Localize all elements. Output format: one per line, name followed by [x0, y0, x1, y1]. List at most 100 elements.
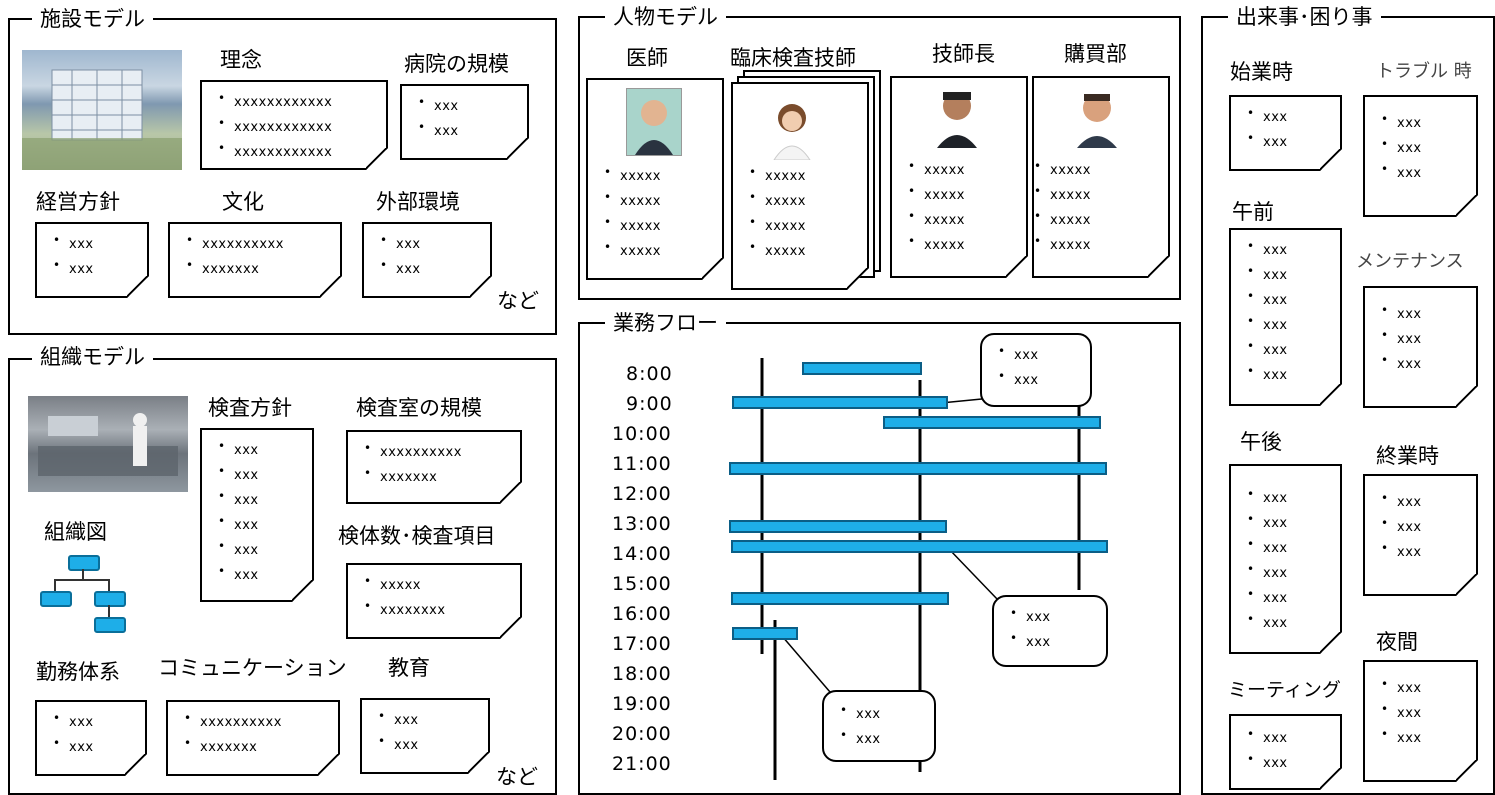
samples-note: xxxxx xxxxxxxx — [346, 563, 522, 639]
list-item: xxxxx — [604, 214, 716, 239]
org-chart-right-node — [94, 591, 126, 607]
list-item: xxxxxxxxxxxx — [218, 140, 380, 165]
laboratory-photo — [28, 396, 188, 492]
list-item: xxxxx — [908, 233, 1020, 258]
bubble-3-list: xxx xxx — [824, 692, 934, 752]
lab-scale-note: xxxxxxxxxx xxxxxxx — [346, 430, 522, 504]
bar-3 — [883, 416, 1101, 429]
list-item: xxxxx — [604, 239, 716, 264]
time-label: 13:00 — [612, 513, 672, 535]
night-note: xxx xxx xxx — [1363, 660, 1478, 782]
end-of-work-heading: 終業時 — [1376, 444, 1439, 468]
inspection-policy-list: xxx xxx xxx xxx xxx xxx — [202, 430, 312, 588]
persona-model-frame — [578, 16, 1181, 300]
purchasing-photo — [1072, 86, 1122, 148]
list-item: xxx — [380, 232, 484, 257]
technologist-face-icon — [773, 104, 811, 161]
list-item: xxxxxxx — [184, 735, 332, 760]
list-item: xxx — [1247, 751, 1334, 776]
communication-list: xxxxxxxxxx xxxxxxx — [168, 702, 338, 760]
time-label: 8:00 — [626, 363, 673, 385]
list-item: xxxxx — [1034, 183, 1162, 208]
list-item: xxxxx — [749, 214, 861, 239]
start-of-work-list: xxx xxx — [1231, 97, 1340, 155]
education-list: xxx xxx — [362, 700, 488, 758]
work-system-heading: 勤務体系 — [36, 660, 120, 684]
list-item: xxx — [1247, 130, 1334, 155]
list-item: xxx — [1381, 540, 1470, 565]
list-item: xxx — [1247, 363, 1334, 388]
list-item: xxx — [1247, 263, 1334, 288]
education-note: xxx xxx — [360, 698, 490, 774]
list-item: xxx — [1247, 338, 1334, 363]
work-system-list: xxx xxx — [37, 702, 145, 760]
bubble-1-list: xxx xxx — [982, 335, 1090, 393]
morning-note: xxx xxx xxx xxx xxx xxx — [1229, 228, 1342, 406]
inspection-policy-heading: 検査方針 — [208, 396, 292, 420]
bubble3-pointer — [781, 635, 831, 693]
afternoon-heading: 午後 — [1240, 430, 1282, 454]
list-item: xxxxxxx — [186, 257, 334, 282]
management-policy-heading: 経営方針 — [36, 190, 120, 214]
bar-5 — [729, 520, 947, 533]
list-item: xxxxxxxxxx — [184, 710, 332, 735]
list-item: xxx — [1381, 327, 1470, 352]
afternoon-list: xxx xxx xxx xxx xxx xxx — [1231, 466, 1340, 636]
bar-1 — [802, 362, 922, 375]
list-item: xxxxx — [1034, 233, 1162, 258]
time-label: 21:00 — [612, 753, 672, 775]
time-label: 16:00 — [612, 603, 672, 625]
work-system-note: xxx xxx — [35, 700, 147, 776]
bar-4 — [729, 462, 1107, 475]
list-item: xxx — [1247, 586, 1334, 611]
external-environment-list: xxx xxx — [364, 224, 490, 282]
lab-scale-heading: 検査室の規模 — [356, 396, 482, 420]
list-item: xxx — [53, 232, 141, 257]
hospital-scale-list: xxx xxx — [402, 86, 527, 144]
list-item: xxx — [218, 488, 306, 513]
facility-model-frame — [8, 18, 557, 335]
list-item: xxxxxxxxxxxx — [218, 115, 380, 140]
list-item: xxx — [218, 513, 306, 538]
list-item: xxx — [1381, 111, 1470, 136]
inspection-policy-note: xxx xxx xxx xxx xxx xxx — [200, 428, 314, 602]
lab-scale-list: xxxxxxxxxx xxxxxxx — [348, 432, 520, 490]
org-chart-icon — [38, 555, 128, 635]
org-chart-connector — [108, 579, 110, 591]
list-item: xxx — [1247, 536, 1334, 561]
start-of-work-note: xxx xxx — [1229, 95, 1342, 171]
list-item: xxxxx — [908, 158, 1020, 183]
bar-7 — [731, 592, 949, 605]
org-chart-bottom-node — [94, 617, 126, 633]
morning-list: xxx xxx xxx xxx xxx xxx — [1231, 230, 1340, 388]
meeting-note: xxx xxx — [1229, 714, 1342, 790]
culture-heading: 文化 — [222, 190, 264, 214]
list-item: xxx — [53, 735, 139, 760]
list-item: xxx — [218, 538, 306, 563]
organization-model-frame — [8, 358, 557, 795]
list-item: xxx — [1247, 238, 1334, 263]
list-item: xxx — [1381, 726, 1470, 751]
morning-heading: 午前 — [1232, 200, 1274, 224]
list-item: xxx — [418, 119, 521, 144]
list-item: xxx — [1247, 486, 1334, 511]
communication-heading: コミュニケーション — [158, 656, 347, 680]
list-item: xxxxx — [1034, 208, 1162, 233]
meeting-list: xxx xxx — [1231, 716, 1340, 776]
list-item: xxx — [1247, 511, 1334, 536]
list-item: xxx — [1381, 515, 1470, 540]
workflow-bubble-3: xxx xxx — [822, 690, 936, 762]
culture-list: xxxxxxxxxx xxxxxxx — [170, 224, 340, 282]
workflow-timeline-chart — [729, 358, 1108, 780]
list-item: xxx — [998, 364, 1084, 393]
org-chart-connector — [82, 569, 84, 579]
workflow-bubble-2: xxx xxx — [992, 595, 1108, 667]
end-of-work-list: xxx xxx xxx — [1365, 476, 1476, 565]
hospital-scale-heading: 病院の規模 — [404, 52, 509, 76]
maintenance-heading: メンテナンス — [1356, 251, 1464, 272]
list-item: xxxxxxxxxxxx — [218, 90, 380, 115]
time-label: 17:00 — [612, 633, 672, 655]
list-item: xxx — [1381, 701, 1470, 726]
list-item: xxx — [1247, 726, 1334, 751]
org-chart-connector — [54, 579, 110, 581]
